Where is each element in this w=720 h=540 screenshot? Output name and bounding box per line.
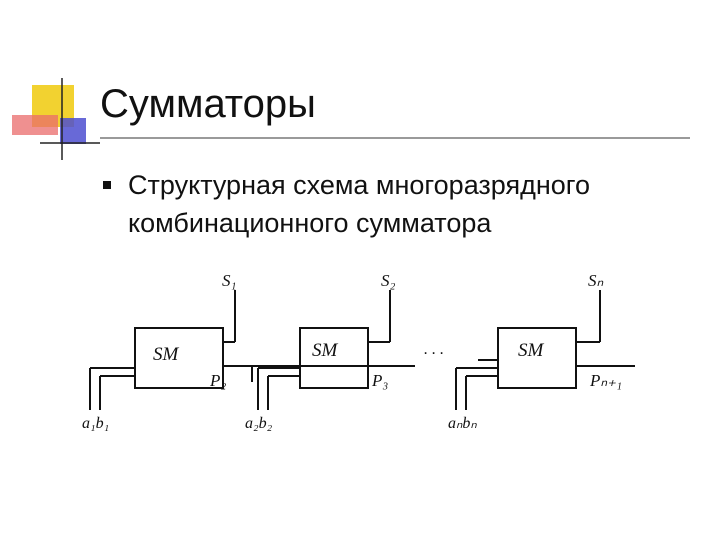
slide-title: Сумматоры <box>100 82 316 126</box>
input-label-n: aₙbₙ <box>448 415 477 432</box>
carry-output-label-2: P₂ <box>209 371 226 390</box>
input-label-2: a₂b₂ <box>245 415 273 432</box>
carry-output-label-3: P₃ <box>371 371 388 390</box>
deco-blue-square <box>60 118 86 144</box>
sum-output-label-n: Sₙ <box>588 271 604 290</box>
sum-output-label-1: S₁ <box>222 271 236 290</box>
carry-output-label-n1: Pₙ₊₁ <box>589 371 622 390</box>
adder-structure-diagram: SM SM SM S₁ S₂ Sₙ P₂ P₃ Pₙ₊₁ a₁b₁ a₂b₂ a… <box>82 271 635 432</box>
sm-label-1: SM <box>153 344 180 365</box>
sum-output-label-2: S₂ <box>381 271 396 290</box>
sm-label-3: SM <box>518 340 545 361</box>
sm-label-2: SM <box>312 340 339 361</box>
deco-red-block <box>12 115 58 135</box>
sm-block-3 <box>497 327 577 389</box>
sm-block-1 <box>134 327 224 389</box>
title-decoration <box>12 78 690 160</box>
sm-block-2 <box>299 327 369 389</box>
ellipsis: . . . <box>424 341 444 358</box>
input-label-1: a₁b₁ <box>82 415 109 432</box>
bullet-text: Структурная схема многоразрядного комбин… <box>128 170 591 238</box>
square-bullet-icon <box>103 181 111 189</box>
